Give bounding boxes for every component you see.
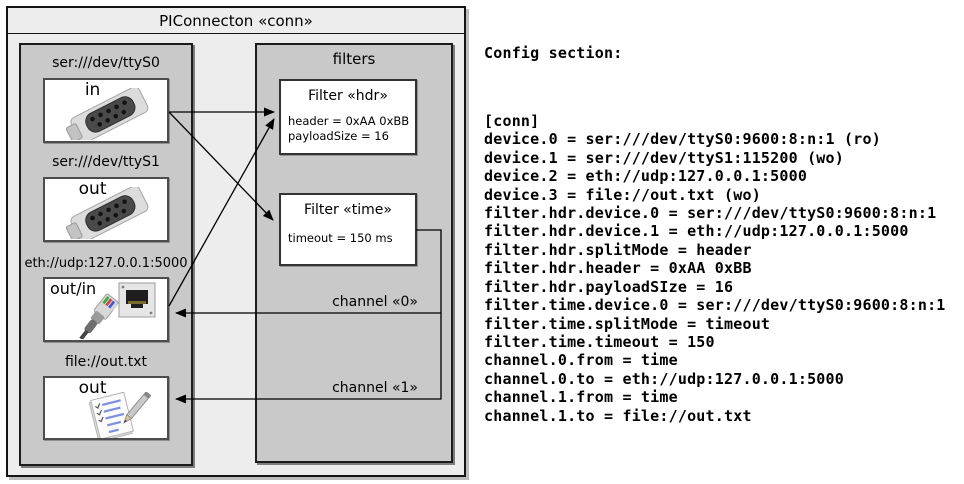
config-line: channel.1.to = file://out.txt [484, 406, 752, 425]
config-line: filter.time.splitMode = timeout [484, 314, 771, 333]
config-line: filter.hdr.device.1 = eth://udp:127.0.0.… [484, 222, 909, 241]
filter-time-box: Filter «time» timeout = 150 ms [279, 193, 417, 266]
device-direction-label: out [78, 179, 107, 199]
device-url-eth: eth://udp:127.0.0.1:5000 [24, 256, 188, 271]
config-line: filter.hdr.header = 0xAA 0xBB [484, 259, 752, 278]
config-line: filter.hdr.splitMode = header [484, 240, 752, 259]
device-url-file: file://out.txt [64, 354, 148, 370]
diagram-title: PIConnecton «conn» [8, 8, 464, 34]
device-direction-label: out [78, 378, 107, 398]
config-lines: [conn]device.0 = ser:///dev/ttyS0:9600:8… [484, 112, 946, 425]
device-box-ttys0: in [43, 78, 169, 143]
device-box-ttys1: out [43, 177, 169, 242]
config-line: filter.time.timeout = 150 [484, 332, 715, 351]
filter-hdr-attr-payloadsize: payloadSize = 16 [288, 129, 389, 143]
config-line: filter.time.device.0 = ser:///dev/ttyS0:… [484, 296, 946, 315]
serial-connector-icon [65, 88, 149, 140]
device-direction-label: out/in [50, 279, 97, 298]
config-line: filter.hdr.device.0 = ser:///dev/ttyS0:9… [484, 204, 937, 223]
ethernet-connector-icon [118, 282, 156, 318]
filter-time-attr-timeout: timeout = 150 ms [288, 231, 393, 245]
filter-time-title: Filter «time» [304, 202, 392, 218]
config-line: channel.1.from = time [484, 388, 678, 407]
ethernet-cable-icon [79, 293, 119, 339]
config-line: device.1 = ser:///dev/ttyS1:115200 (wo) [484, 148, 844, 167]
config-line: device.2 = eth://udp:127.0.0.1:5000 [484, 167, 808, 186]
notepad-icon [88, 392, 151, 438]
channel-1-label: channel «1» [332, 380, 418, 396]
device-url-ttys0: ser:///dev/ttyS0 [52, 55, 160, 71]
serial-connector-icon [65, 187, 149, 239]
device-box-eth: out/in [43, 277, 169, 342]
config-line: filter.hdr.payloadSIze = 16 [484, 277, 734, 296]
config-line: device.3 = file://out.txt (wo) [484, 185, 761, 204]
filter-hdr-box: Filter «hdr» header = 0xAA 0xBB payloadS… [279, 79, 417, 155]
config-line: channel.0.from = time [484, 351, 678, 370]
channel-0-label: channel «0» [332, 294, 418, 310]
device-direction-label: in [84, 80, 101, 100]
filter-hdr-title: Filter «hdr» [308, 88, 388, 104]
config-section: Config section: [conn]device.0 = ser:///… [484, 7, 946, 462]
config-line: [conn] [484, 112, 540, 131]
config-line: channel.0.to = eth://udp:127.0.0.1:5000 [484, 369, 844, 388]
device-url-ttys1: ser:///dev/ttyS1 [52, 154, 160, 170]
filter-hdr-attr-header: header = 0xAA 0xBB [288, 114, 410, 128]
config-line: device.0 = ser:///dev/ttyS0:9600:8:n:1 (… [484, 130, 881, 149]
device-box-file: out [43, 376, 169, 440]
config-heading: Config section: [484, 43, 623, 62]
filters-panel-title: filters [332, 50, 376, 68]
